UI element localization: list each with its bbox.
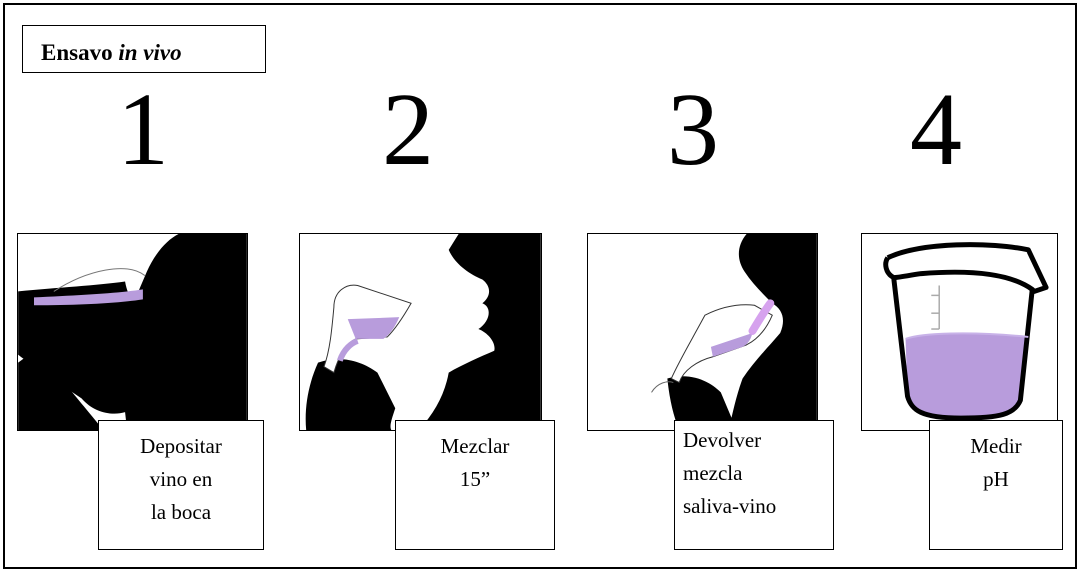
step-3-caption-line-2: mezcla xyxy=(683,461,743,485)
title-italic: in vivo xyxy=(118,40,182,65)
step-4-image xyxy=(861,233,1058,431)
spitting-illustration xyxy=(651,234,817,430)
step-4-caption-line-1: Medir xyxy=(970,434,1022,458)
step-1-caption-line-1: Depositar xyxy=(140,434,222,458)
step-2-caption-line-2: 15” xyxy=(459,467,491,491)
step-1-caption: Depositar vino en la boca xyxy=(98,420,264,550)
step-3-caption: Devolver mezcla saliva-vino xyxy=(674,420,834,550)
step-2-image xyxy=(299,233,542,431)
title-plain: Ensavo xyxy=(41,40,119,65)
step-3-image xyxy=(587,233,818,431)
step-3-caption-line-1: Devolver xyxy=(683,428,762,452)
swirling-illustration xyxy=(305,234,541,430)
step-1-caption-line-2: vino en xyxy=(149,467,213,491)
step-number-1: 1 xyxy=(117,72,169,187)
step-2-caption: Mezclar 15” xyxy=(395,420,555,550)
step-number-3: 3 xyxy=(667,72,719,187)
step-number-4: 4 xyxy=(910,72,962,187)
step-1-image xyxy=(17,233,248,431)
step-2-caption-line-1: Mezclar xyxy=(440,434,510,458)
beaker-illustration xyxy=(883,242,1049,421)
step-1-caption-line-3: la boca xyxy=(150,500,212,524)
title-box: Ensavo in vivo xyxy=(22,25,266,73)
step-4-caption: Medir pH xyxy=(929,420,1063,550)
step-3-caption-line-3: saliva-vino xyxy=(683,494,777,518)
diagram-title: Ensavo in vivo xyxy=(41,40,182,66)
drinking-illustration xyxy=(18,234,247,430)
step-4-caption-line-2: pH xyxy=(983,467,1009,491)
step-number-2: 2 xyxy=(382,72,434,187)
